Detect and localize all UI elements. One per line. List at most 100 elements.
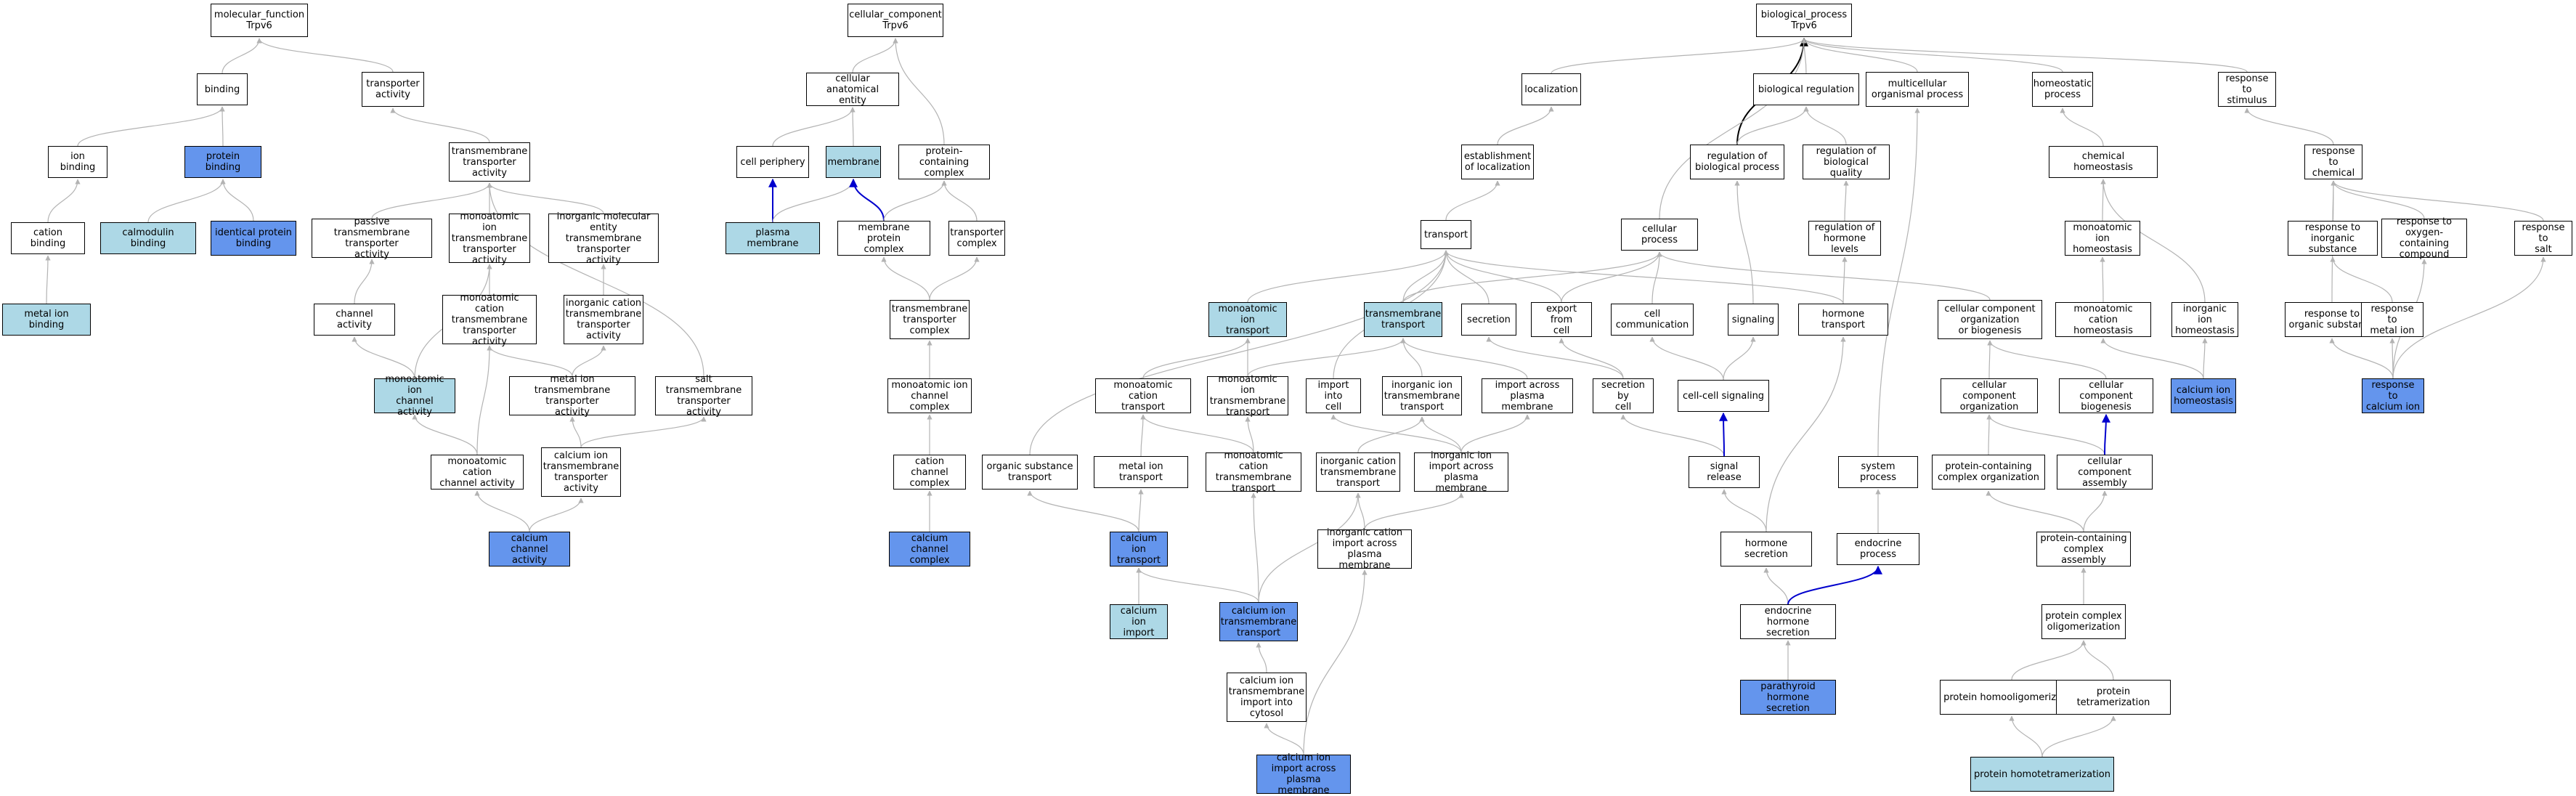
edge-monoatomic_ion_channel_activity-to-channel_activity: [352, 336, 415, 379]
node-response-to-oxygen-containing-compound[interactable]: response to oxygen-containing compound: [2381, 216, 2467, 260]
node-metal-ion-binding[interactable]: metal ion binding: [2, 304, 91, 336]
node-cellular-component-organization[interactable]: cellular component organization: [1941, 378, 2038, 413]
node-transporter-activity[interactable]: transporter activity: [362, 72, 424, 107]
node-regulation-of-biological-quality[interactable]: regulation of biological quality: [1803, 145, 1890, 179]
node-import-across-plasma-membrane[interactable]: import across plasma membrane: [1482, 378, 1573, 413]
node-hormone-secretion[interactable]: hormone secretion: [1720, 532, 1812, 566]
node-protein-containing-complex-organization[interactable]: protein-containing complex organization: [1932, 455, 2045, 490]
edge-endocrine_hormone_secretion-to-hormone_secretion: [1763, 567, 1789, 605]
node-cation-binding[interactable]: cation binding: [11, 222, 85, 254]
node-inorganic-cation-import-across-pm[interactable]: inorganic cation import across plasma me…: [1317, 527, 1412, 571]
node-protein-containing-complex[interactable]: protein-containing complex: [898, 145, 990, 179]
node-metal-ion-transport[interactable]: metal ion transport: [1094, 456, 1188, 488]
node-endocrine-hormone-secretion[interactable]: endocrine hormone secretion: [1740, 604, 1836, 639]
node-cellular-component[interactable]: cellular_component Trpv6: [848, 4, 943, 37]
node-multicellular-organismal-process[interactable]: multicellular organismal process: [1866, 72, 1969, 107]
node-calcium-ion-transport[interactable]: calcium ion transport: [1110, 532, 1168, 566]
node-hormone-transport[interactable]: hormone transport: [1798, 304, 1888, 336]
node-monoatomic-ion-tm-transport[interactable]: monoatomic ion transmembrane transport: [1207, 374, 1288, 418]
node-endocrine-process[interactable]: endocrine process: [1837, 533, 1919, 565]
node-monoatomic-ion-channel-complex[interactable]: monoatomic ion channel complex: [887, 378, 972, 413]
node-membrane-protein-complex[interactable]: membrane protein complex: [837, 221, 930, 256]
node-response-to-stimulus[interactable]: response to stimulus: [2218, 72, 2276, 107]
node-cation-channel-complex[interactable]: cation channel complex: [893, 455, 966, 490]
node-protein-containing-complex-assembly[interactable]: protein-containing complex assembly: [2036, 532, 2131, 566]
node-tm-transporter-activity[interactable]: transmembrane transporter activity: [449, 142, 530, 182]
node-tm-transporter-complex[interactable]: transmembrane transporter complex: [890, 300, 970, 339]
node-protein-tetramerization[interactable]: protein tetramerization: [2056, 680, 2171, 715]
node-ion-binding[interactable]: ion binding: [48, 146, 107, 178]
node-cellular-component-organization-or-biogenesis[interactable]: cellular component organization or bioge…: [1938, 300, 2042, 339]
node-cellular-process[interactable]: cellular process: [1621, 219, 1698, 251]
node-calcium-channel-complex[interactable]: calcium channel complex: [889, 532, 970, 566]
node-monoatomic-cation-transport[interactable]: monoatomic cation transport: [1095, 378, 1191, 413]
node-signaling[interactable]: signaling: [1728, 304, 1779, 336]
node-response-to-chemical[interactable]: response to chemical: [2304, 145, 2362, 179]
node-inorganic-ion-import-across-pm[interactable]: inorganic ion import across plasma membr…: [1414, 450, 1508, 494]
node-establishment-of-localization[interactable]: establishment of localization: [1461, 145, 1534, 179]
edge-hormone_transport-to-regulation_of_hormone_levels: [1842, 256, 1848, 304]
node-identical-protein-binding[interactable]: identical protein binding: [211, 221, 296, 256]
node-monoatomic-cation-channel-activity[interactable]: monoatomic cation channel activity: [431, 455, 524, 490]
node-homeostatic-process[interactable]: homeostatic process: [2032, 72, 2093, 107]
node-cell-cell-signaling[interactable]: cell-cell signaling: [1678, 380, 1769, 412]
node-organic-substance-transport[interactable]: organic substance transport: [982, 455, 1078, 490]
node-response-to-calcium-ion[interactable]: response to calcium ion: [2362, 378, 2424, 413]
node-calcium-ion-tm-transporter-activity[interactable]: calcium ion transmembrane transporter ac…: [541, 447, 621, 497]
node-calcium-ion-tm-import-into-cytosol[interactable]: calcium ion transmembrane import into cy…: [1227, 673, 1307, 722]
node-export-from-cell[interactable]: export from cell: [1531, 302, 1592, 337]
node-parathyroid-hormone-secretion[interactable]: parathyroid hormone secretion: [1740, 680, 1836, 715]
node-secretion-by-cell[interactable]: secretion by cell: [1593, 378, 1654, 413]
node-biological-regulation[interactable]: biological regulation: [1753, 73, 1859, 105]
node-calcium-ion-tm-transport[interactable]: calcium ion transmembrane transport: [1219, 602, 1298, 641]
node-response-to-salt[interactable]: response to salt: [2514, 221, 2572, 256]
node-protein-homotetramerization[interactable]: protein homotetramerization: [1970, 757, 2114, 792]
node-calcium-channel-activity[interactable]: calcium channel activity: [489, 532, 570, 566]
node-inorganic-cation-tm-transporter-activity[interactable]: inorganic cation transmembrane transport…: [564, 295, 643, 344]
node-metal-ion-tm-transporter-activity[interactable]: metal ion transmembrane transporter acti…: [509, 374, 635, 418]
node-monoatomic-cation-tm-transport[interactable]: monoatomic cation transmembrane transpor…: [1206, 450, 1301, 494]
node-transmembrane-transport[interactable]: transmembrane transport: [1364, 302, 1442, 337]
node-system-process[interactable]: system process: [1838, 456, 1918, 488]
node-cellular-anatomical-entity[interactable]: cellular anatomical entity: [806, 73, 899, 106]
node-monoatomic-ion-transport[interactable]: monoatomic ion transport: [1208, 302, 1287, 337]
node-binding[interactable]: binding: [197, 73, 248, 105]
node-monoatomic-cation-tm-transporter-activity[interactable]: monoatomic cation transmembrane transpor…: [442, 293, 537, 347]
node-transporter-complex[interactable]: transporter complex: [948, 221, 1005, 256]
node-regulation-of-hormone-levels[interactable]: regulation of hormone levels: [1808, 221, 1881, 256]
node-molecular-function[interactable]: molecular_function Trpv6: [211, 4, 308, 37]
node-inorganic-molecular-entity-tm-transporter-activity[interactable]: inorganic molecular entity transmembrane…: [548, 211, 659, 266]
node-calmodulin-binding[interactable]: calmodulin binding: [100, 222, 196, 254]
node-calcium-ion-import[interactable]: calcium ion import: [1110, 604, 1168, 639]
node-secretion[interactable]: secretion: [1461, 304, 1516, 336]
node-protein-complex-oligomerization[interactable]: protein complex oligomerization: [2041, 604, 2126, 639]
node-inorganic-cation-tm-transport[interactable]: inorganic cation transmembrane transport: [1316, 452, 1400, 492]
node-cell-communication[interactable]: cell communication: [1611, 304, 1694, 336]
node-regulation-of-biological-process[interactable]: regulation of biological process: [1690, 145, 1784, 179]
node-cell-periphery[interactable]: cell periphery: [736, 146, 809, 178]
node-monoatomic-ion-tm-transporter-activity[interactable]: monoatomic ion transmembrane transporter…: [449, 211, 530, 266]
node-calcium-ion-homeostasis[interactable]: calcium ion homeostasis: [2171, 378, 2236, 413]
node-monoatomic-ion-homeostasis[interactable]: monoatomic ion homeostasis: [2065, 221, 2140, 256]
node-plasma-membrane[interactable]: plasma membrane: [726, 222, 820, 254]
node-chemical-homeostasis[interactable]: chemical homeostasis: [2049, 146, 2158, 178]
node-cellular-component-biogenesis[interactable]: cellular component biogenesis: [2059, 378, 2153, 413]
node-membrane[interactable]: membrane: [826, 146, 881, 178]
node-import-into-cell[interactable]: import into cell: [1306, 378, 1361, 413]
node-monoatomic-ion-channel-activity[interactable]: monoatomic ion channel activity: [374, 374, 455, 418]
node-protein-binding[interactable]: protein binding: [184, 146, 261, 178]
node-channel-activity[interactable]: channel activity: [314, 304, 395, 336]
node-inorganic-ion-tm-transport[interactable]: inorganic ion transmembrane transport: [1382, 376, 1462, 415]
node-inorganic-ion-homeostasis[interactable]: inorganic ion homeostasis: [2171, 302, 2238, 337]
node-biological-process[interactable]: biological_process Trpv6: [1756, 4, 1852, 37]
node-salt-tm-transporter-activity[interactable]: salt transmembrane transporter activity: [655, 374, 752, 418]
node-response-to-metal-ion[interactable]: response to metal ion: [2361, 302, 2423, 337]
node-passive-tm-transporter-activity[interactable]: passive transmembrane transporter activi…: [312, 216, 432, 260]
node-signal-release[interactable]: signal release: [1689, 456, 1760, 488]
node-response-to-inorganic-substance[interactable]: response to inorganic substance: [2288, 221, 2378, 256]
node-monoatomic-cation-homeostasis[interactable]: monoatomic cation homeostasis: [2055, 302, 2151, 337]
node-cellular-component-assembly[interactable]: cellular component assembly: [2057, 455, 2153, 490]
node-calcium-ion-import-across-pm[interactable]: calcium ion import across plasma membran…: [1256, 752, 1351, 796]
node-transport[interactable]: transport: [1421, 220, 1471, 249]
node-localization[interactable]: localization: [1521, 73, 1581, 105]
